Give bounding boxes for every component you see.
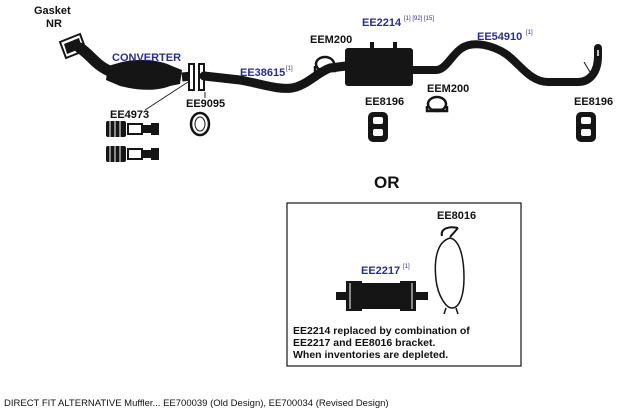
ee8196-hanger-right: [576, 112, 596, 142]
note-line-1: EE2214 replaced by combination of: [293, 325, 470, 337]
ee4973-spring-bolt-bottom: [106, 146, 159, 162]
label-ee8196-right: EE8196: [574, 96, 613, 108]
label-ee8016: EE8016: [437, 210, 476, 222]
label-ee2217-ref: [1]: [403, 264, 410, 270]
label-ee2214-refs: [1] [92] [15]: [404, 16, 434, 22]
ee8196-hanger-left: [368, 112, 388, 142]
label-ee8196-left: EE8196: [365, 96, 404, 108]
ee8016-bracket: [434, 226, 465, 315]
eem200-clamp-left: [313, 55, 337, 73]
ee2217-muffler: [336, 281, 428, 311]
label-ee38615: EE38615: [240, 67, 285, 79]
tail-pipe-hanger-rod: [583, 61, 591, 73]
note-line-2: EE2217 and EE8016 bracket.: [293, 337, 436, 349]
alternative-parts-box: EE8016 EE2217 [1] EE2214 replaced by com…: [286, 202, 522, 367]
label-ee2217: EE2217: [361, 265, 400, 277]
ee9095-gasket-ring: [189, 111, 211, 137]
label-ee54910-ref: [1]: [526, 30, 533, 36]
label-ee2214: EE2214: [362, 17, 402, 29]
tail-pipe: [409, 40, 602, 86]
label-gasket-nr: NR: [46, 18, 62, 30]
note-line-3: When inventories are depleted.: [293, 349, 448, 361]
label-converter: CONVERTER: [112, 52, 181, 64]
label-ee38615-ref: [1]: [286, 66, 293, 72]
label-ee9095: EE9095: [186, 98, 225, 110]
diagram-caption: DIRECT FIT ALTERNATIVE Muffler... EE7000…: [4, 398, 389, 409]
catalytic-converter: [106, 59, 193, 90]
or-separator: OR: [374, 173, 400, 192]
label-ee4973: EE4973: [110, 109, 149, 121]
label-gasket: Gasket: [34, 5, 71, 17]
front-pipe: [74, 42, 118, 78]
muffler: [345, 42, 413, 86]
label-ee54910: EE54910: [477, 31, 522, 43]
ee4973-spring-bolt-top: [106, 121, 159, 137]
leader-ee4973: [144, 81, 189, 111]
label-eem200-right: EEM200: [427, 83, 469, 95]
label-eem200-left: EEM200: [310, 34, 352, 46]
eem200-clamp-right: [425, 95, 449, 113]
